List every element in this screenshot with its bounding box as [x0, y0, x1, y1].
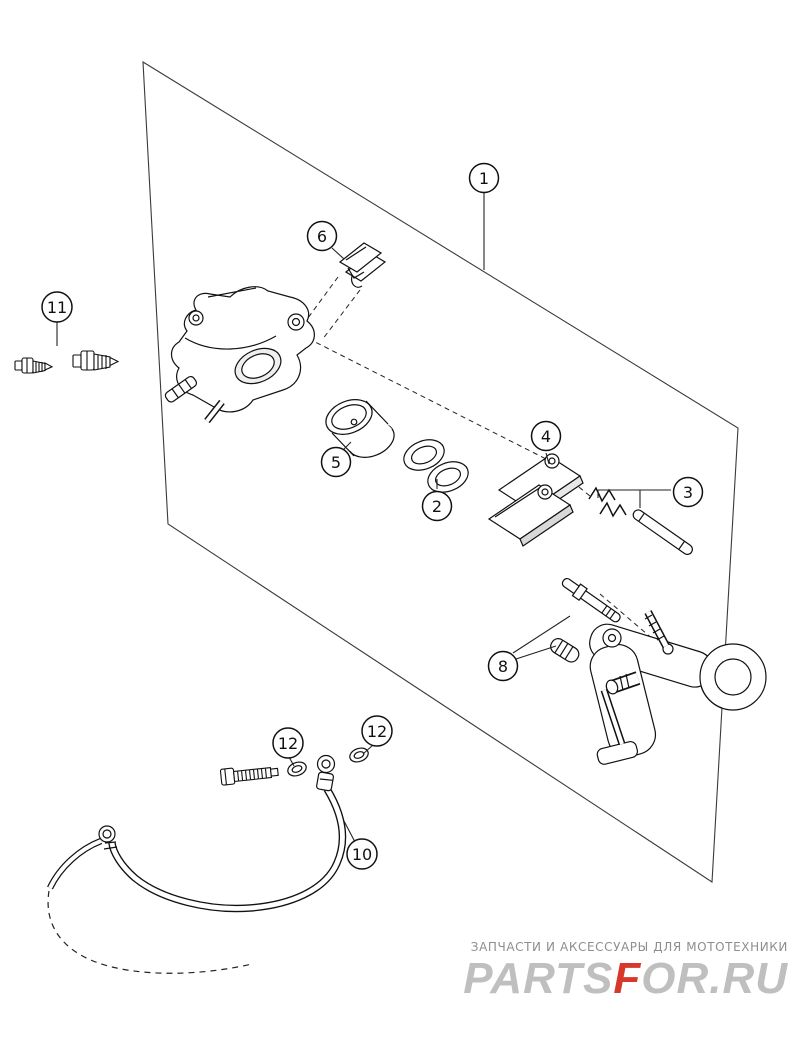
callout-10: 10: [346, 838, 378, 870]
callouts: 1 2 3 4 5 6 8 10: [41, 162, 704, 870]
hose-routing-dashed: [47, 890, 253, 974]
pad-pin-and-springs-drawing: [588, 486, 693, 555]
callout-4: 4: [530, 420, 562, 452]
bleeder-fittings-drawing: [14, 350, 120, 374]
caliper-inlet-fitting: [164, 375, 198, 403]
callout-6: 6: [306, 220, 338, 252]
logo-text-or-ru: OR.RU: [641, 954, 788, 1003]
footer-tagline: ЗАПЧАСТИ И АКСЕССУАРЫ ДЛЯ МОТОТЕХНИКИ: [470, 940, 788, 954]
svg-text:1: 1: [479, 169, 489, 188]
caliper-body-drawing: [164, 286, 315, 424]
banjo-bolt-drawing: [219, 767, 279, 786]
svg-text:3: 3: [683, 483, 693, 502]
piston-seals-drawing: [403, 439, 469, 493]
sealing-washer-drawing: [287, 747, 369, 777]
svg-text:5: 5: [331, 453, 341, 472]
logo-text-f: F: [613, 954, 642, 1003]
hose-eyelet-end: [98, 825, 118, 850]
callout-2: 2: [421, 490, 453, 522]
guide-pin-and-bushing-drawing: [550, 577, 621, 663]
callout-5: 5: [320, 446, 352, 478]
callout-12-right: 12: [361, 715, 393, 747]
svg-text:11: 11: [47, 298, 67, 317]
callout-1: 1: [468, 162, 500, 194]
pad-retainer-clip-drawing: [338, 242, 387, 288]
svg-text:12: 12: [367, 722, 387, 741]
piston-drawing: [325, 399, 395, 458]
svg-text:4: 4: [541, 427, 551, 446]
svg-text:6: 6: [317, 227, 327, 246]
callout-8: 8: [487, 650, 519, 682]
callout-3: 3: [672, 476, 704, 508]
logo-text-parts: PARTS: [463, 954, 614, 1003]
svg-text:10: 10: [352, 845, 372, 864]
brand-logo: PARTSFOR.RU: [463, 957, 788, 1001]
svg-text:12: 12: [278, 734, 298, 753]
callout-11: 11: [41, 291, 73, 323]
brake-pads-drawing: [487, 453, 584, 547]
callout-12-left: 12: [272, 727, 304, 759]
callout-leader-lines: [56, 193, 671, 843]
brake-hose-drawing: [47, 754, 347, 974]
brand-footer: ЗАПЧАСТИ И АКСЕССУАРЫ ДЛЯ МОТОТЕХНИКИ PA…: [463, 940, 788, 1001]
diagram-frame: [142, 60, 739, 883]
svg-text:2: 2: [432, 497, 442, 516]
svg-text:8: 8: [498, 657, 508, 676]
caliper-bracket-drawing: [589, 610, 767, 765]
hose-banjo-end: [316, 754, 336, 792]
